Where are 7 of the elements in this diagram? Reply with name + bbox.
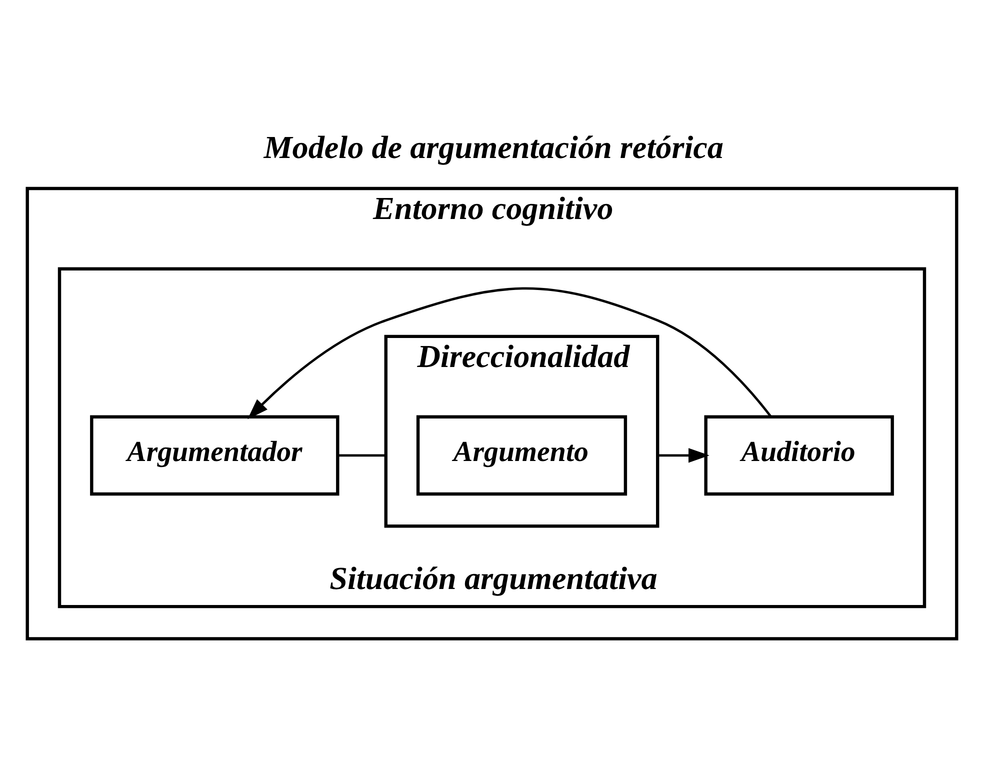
arrow xyxy=(248,286,772,419)
diagram-title: Modelo de argumentación retórica xyxy=(264,128,724,164)
arrow xyxy=(658,448,710,462)
node-box: Argumento xyxy=(416,414,628,496)
node-box: Auditorio xyxy=(704,414,894,496)
node-box: Argumentador xyxy=(90,414,340,496)
connector xyxy=(338,454,386,456)
